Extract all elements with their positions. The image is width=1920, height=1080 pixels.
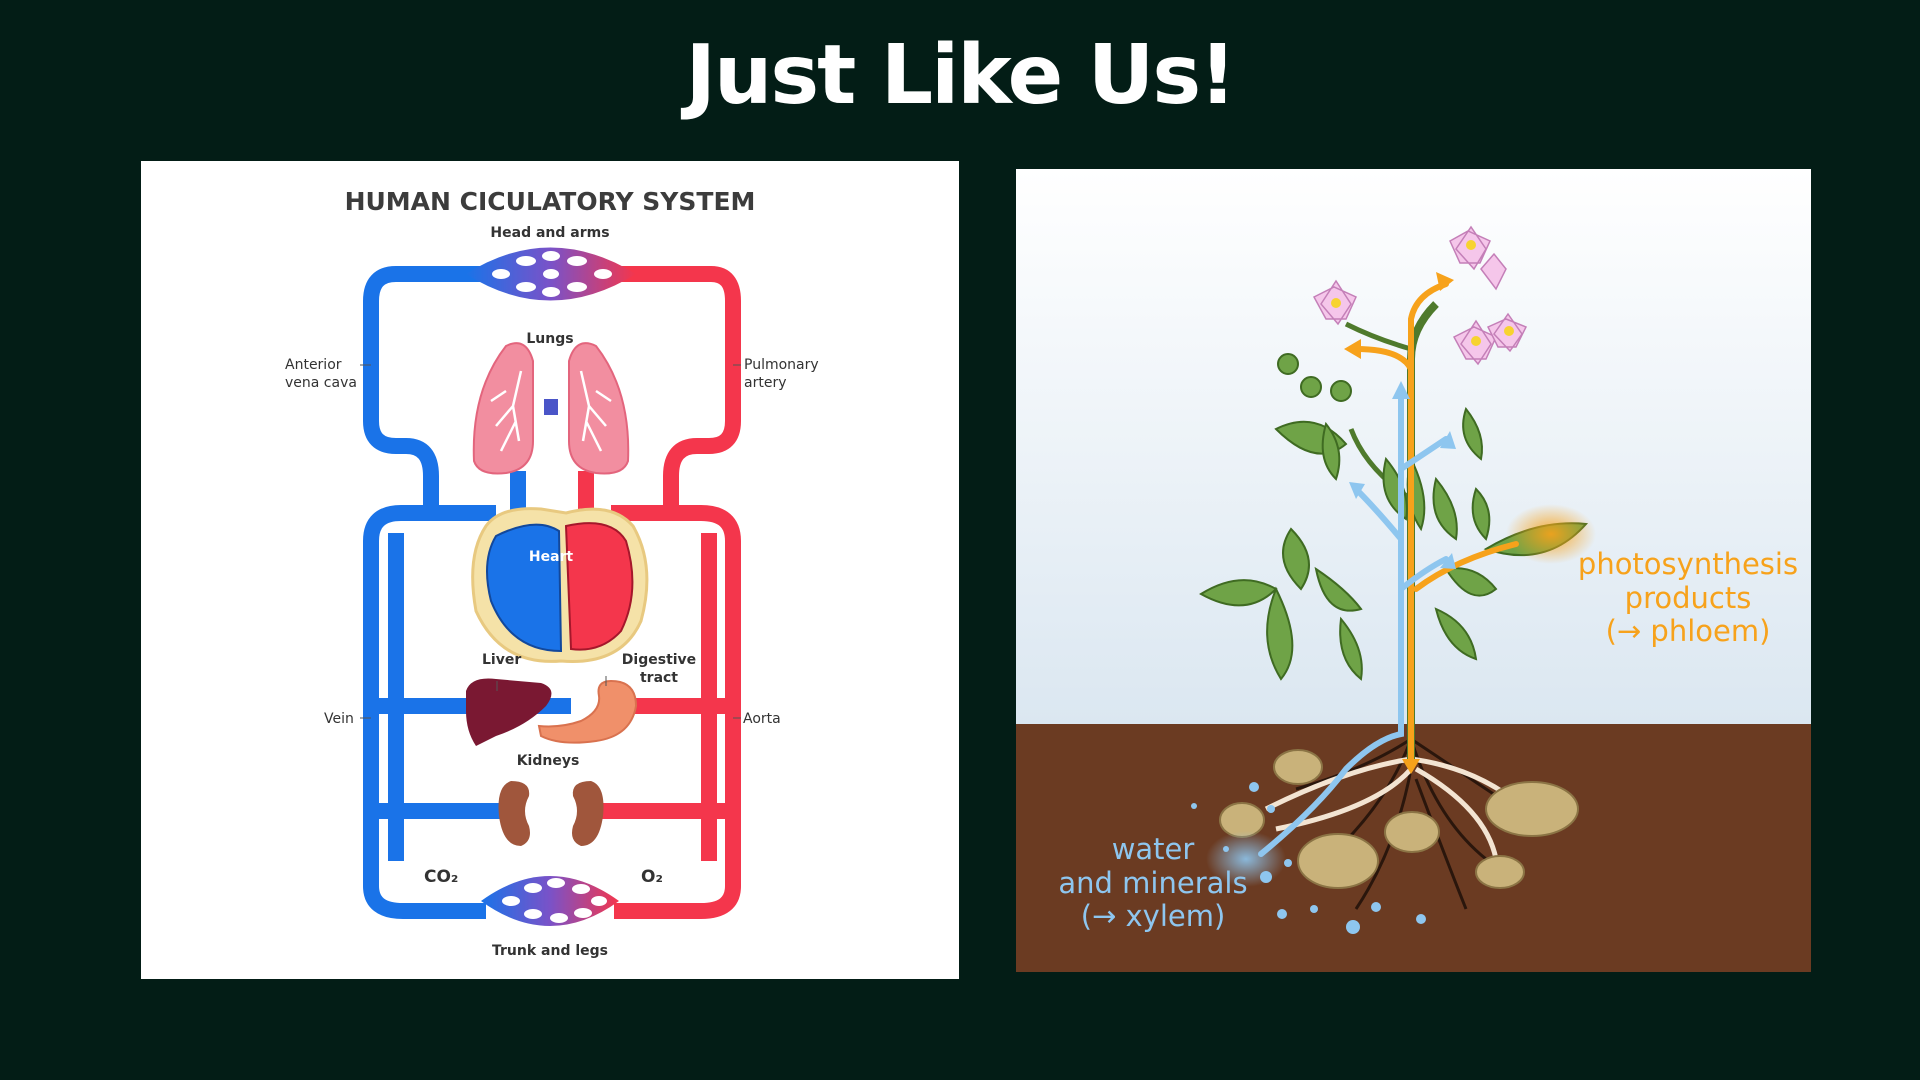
slide-title: Just Like Us!: [685, 28, 1236, 123]
heart-label: Heart: [529, 549, 574, 565]
label-head-arms: Head and arms: [490, 225, 609, 241]
tubers: [1219, 749, 1579, 889]
photosynthesis-label-2: products: [1625, 581, 1752, 615]
phloem-glow: [1506, 504, 1596, 564]
water-label-3: (→ xylem): [1081, 899, 1226, 933]
label-aorta: Aorta: [743, 711, 781, 727]
digestive-tract: [537, 679, 638, 744]
heart: Heart: [471, 507, 649, 663]
label-trunk-legs: Trunk and legs: [492, 943, 608, 959]
xylem-glow: [1206, 831, 1286, 887]
water-label-1: water: [1112, 832, 1195, 866]
plant-transport-panel: photosynthesis products (→ phloem) water…: [1016, 169, 1811, 972]
label-digestive-1: Digestive: [622, 652, 696, 668]
head-capillaries: [466, 247, 636, 301]
photosynthesis-label-3: (→ phloem): [1606, 614, 1771, 648]
label-kidneys: Kidneys: [517, 753, 580, 769]
photosynthesis-label-1: photosynthesis: [1578, 547, 1798, 581]
label-anterior-2: vena cava: [285, 375, 357, 391]
label-vein: Vein: [324, 711, 354, 727]
flowers: [1312, 225, 1528, 366]
kidneys: [498, 781, 604, 846]
label-lungs: Lungs: [526, 331, 573, 347]
label-digestive-2: tract: [640, 670, 678, 686]
label-pulmonary-2: artery: [744, 375, 786, 391]
label-pulmonary-1: Pulmonary: [744, 357, 819, 373]
xylem-arrowheads: [1349, 381, 1456, 569]
water-label-2: and minerals: [1058, 866, 1247, 900]
label-co2: CO₂: [424, 867, 458, 887]
diagram-title: HUMAN CICULATORY SYSTEM: [345, 187, 756, 216]
label-anterior-1: Anterior: [285, 357, 342, 373]
inner-vessels: [388, 533, 717, 861]
lungs: [472, 342, 630, 475]
leader-lines: [360, 364, 741, 719]
xylem-arrows: [1258, 396, 1449, 857]
plant-transport-diagram: photosynthesis products (→ phloem) water…: [1016, 169, 1811, 972]
label-o2: O₂: [641, 867, 663, 887]
berries: [1277, 353, 1352, 402]
trunk-capillaries: [481, 876, 619, 926]
human-circulatory-panel: HUMAN CICULATORY SYSTEM: [141, 161, 959, 979]
phloem-arrowheads: [1344, 272, 1454, 774]
liver: [466, 678, 552, 746]
label-liver: Liver: [482, 652, 521, 668]
human-circulatory-diagram: HUMAN CICULATORY SYSTEM: [285, 187, 819, 959]
